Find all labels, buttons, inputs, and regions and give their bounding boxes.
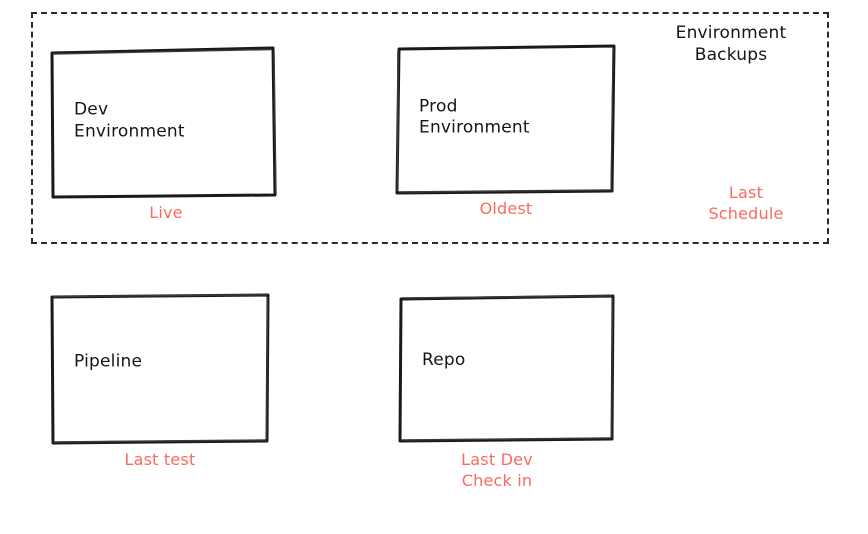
last-schedule-note: Last Schedule [708, 183, 784, 223]
pipeline-annotation-last-test: Last test [124, 450, 196, 469]
node-prod-environment[interactable]: Prod Environment [393, 43, 619, 196]
repo-box-outline [398, 294, 615, 443]
environment-backups-group-title: Environment Backups [675, 23, 787, 66]
dev-environment-box-outline [50, 46, 277, 199]
node-dev-environment[interactable]: Dev Environment [48, 45, 278, 201]
dev-environment-label: Dev Environment [74, 99, 185, 142]
repo-label: Repo [422, 349, 466, 370]
repo-annotation-last-dev-check-in: Last Dev Check in [461, 450, 533, 490]
node-repo[interactable]: Repo [396, 293, 617, 444]
pipeline-label: Pipeline [74, 350, 143, 371]
pipeline-box-outline [50, 293, 270, 445]
prod-environment-annotation-oldest: Oldest [479, 199, 533, 218]
environment-backups-group-region [31, 12, 829, 244]
prod-environment-label: Prod Environment [419, 96, 530, 138]
dev-environment-annotation-live: Live [149, 203, 183, 222]
prod-environment-box-outline [395, 44, 616, 195]
node-pipeline[interactable]: Pipeline [48, 292, 272, 447]
